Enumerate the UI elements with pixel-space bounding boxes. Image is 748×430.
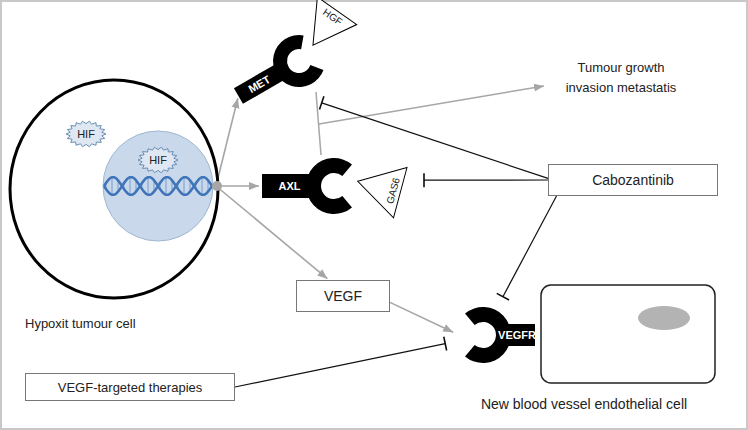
growth-arrow (319, 86, 544, 124)
inhibition-line (235, 344, 445, 387)
endothelial-cell: New blood vessel endothelial cell (540, 284, 716, 384)
transcription-dot (212, 181, 222, 191)
dna-rung (147, 177, 149, 195)
vegf-receptor: VEGFR (455, 302, 537, 368)
ligand-outline (293, 0, 356, 59)
node-text: VEGFR (497, 324, 537, 346)
node-text: MET (234, 64, 285, 104)
node-text: HIF (137, 146, 179, 174)
node-text: HIF (65, 120, 107, 148)
dna-rung (165, 177, 167, 195)
node-text: AXL (262, 174, 317, 198)
node-text: VEGF-targeted therapies (58, 380, 203, 395)
therapy-box: VEGF-targeted therapies (25, 373, 235, 401)
node-text: New blood vessel endothelial cell (442, 394, 726, 414)
cell-outline (541, 285, 715, 383)
axl-receptor: AXL (262, 157, 362, 215)
nucleus-membrane (103, 131, 213, 241)
drug-box: Cabozantinib (548, 164, 718, 196)
node-text: VEGF (324, 288, 362, 304)
inhibition-line (503, 196, 557, 297)
node-text: Cabozantinib (592, 172, 674, 188)
ligand-triangle: GAS6 (350, 155, 408, 219)
ligand-outline (351, 156, 407, 218)
node-text: Hypoxit tumour cell (25, 314, 225, 334)
process-box: VEGF (296, 280, 390, 312)
tumour-cell: HIFHIFHypoxit tumour cell (8, 78, 220, 300)
signal-arrow (216, 98, 238, 186)
receptor-pocket (306, 158, 352, 214)
cell-nucleus (638, 306, 690, 330)
endothelial-cell-outline (540, 284, 716, 384)
dna-rung (183, 177, 185, 195)
connector-layer (216, 98, 557, 387)
nucleus: HIF (100, 130, 216, 242)
signal-arrow (216, 185, 259, 187)
ligand-triangle: HGF (292, 0, 358, 60)
dna-rung (129, 177, 131, 195)
dna-rung (201, 177, 203, 195)
cell-membrane (10, 80, 218, 298)
axl-receptor-outline (262, 157, 362, 215)
outcome-label: Tumour growth invasion metastatis (556, 58, 686, 98)
signal-arrow (390, 302, 453, 332)
dna-strand (104, 177, 212, 195)
dna-rung (111, 177, 113, 195)
nucleus-outline (100, 130, 216, 242)
hif-factor: HIF (65, 120, 107, 148)
inhibition-line (424, 179, 548, 180)
inhibition-line (322, 103, 548, 179)
dna-strand (104, 177, 212, 195)
